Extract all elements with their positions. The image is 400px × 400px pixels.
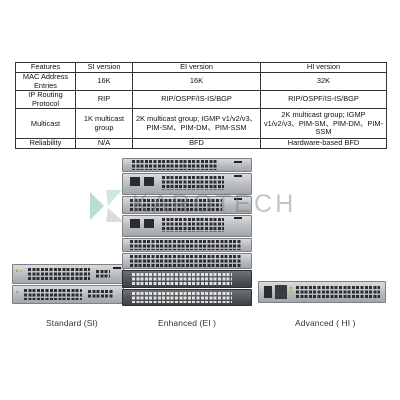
si-cell: 16K <box>75 71 133 92</box>
ei-cell: 2K multicast group; IGMP v1/v2/v3、PIM-SM… <box>132 108 261 140</box>
table-row: Reliability N/A BFD Hardware-based BFD <box>15 138 387 149</box>
column-header: Features <box>15 62 76 73</box>
feature-cell: Multicast <box>15 108 76 140</box>
advanced-hi-switch-image <box>258 281 386 303</box>
feature-cell: MAC Address Entries <box>15 71 76 92</box>
hi-cell: Hardware-based BFD <box>260 138 387 149</box>
column-header: SI version <box>75 62 133 73</box>
ei-cell: BFD <box>132 138 261 149</box>
table-row: Multicast 1K multicast group 2K multicas… <box>15 108 387 140</box>
column-header: EI version <box>132 62 261 73</box>
feature-cell: IP Routing Protocol <box>15 90 76 110</box>
ei-cell: RIP/OSPF/IS-IS/BGP <box>132 90 261 110</box>
column-header: HI version <box>260 62 387 73</box>
feature-comparison-table: Features SI version EI version HI versio… <box>15 62 387 149</box>
table-row: MAC Address Entries 16K 16K 32K <box>15 71 387 92</box>
standard-si-caption: Standard (SI) <box>46 318 98 328</box>
feature-cell: Reliability <box>15 138 76 149</box>
enhanced-ei-switch-stack-image <box>122 158 252 306</box>
hi-cell: 32K <box>260 71 387 92</box>
hi-cell: RIP/OSPF/IS-IS/BGP <box>260 90 387 110</box>
ei-cell: 16K <box>132 71 261 92</box>
si-cell: RIP <box>75 90 133 110</box>
table-header-row: Features SI version EI version HI versio… <box>15 62 387 73</box>
advanced-hi-caption: Advanced ( HI ) <box>295 318 356 328</box>
hi-cell: 2K multicast group; IGMP v1/v2/v3、PIM-SM… <box>260 108 387 140</box>
si-cell: N/A <box>75 138 133 149</box>
si-cell: 1K multicast group <box>75 108 133 140</box>
table-row: IP Routing Protocol RIP RIP/OSPF/IS-IS/B… <box>15 90 387 110</box>
enhanced-ei-caption: Enhanced (EI ) <box>158 318 217 328</box>
standard-si-switch-image <box>12 264 124 304</box>
